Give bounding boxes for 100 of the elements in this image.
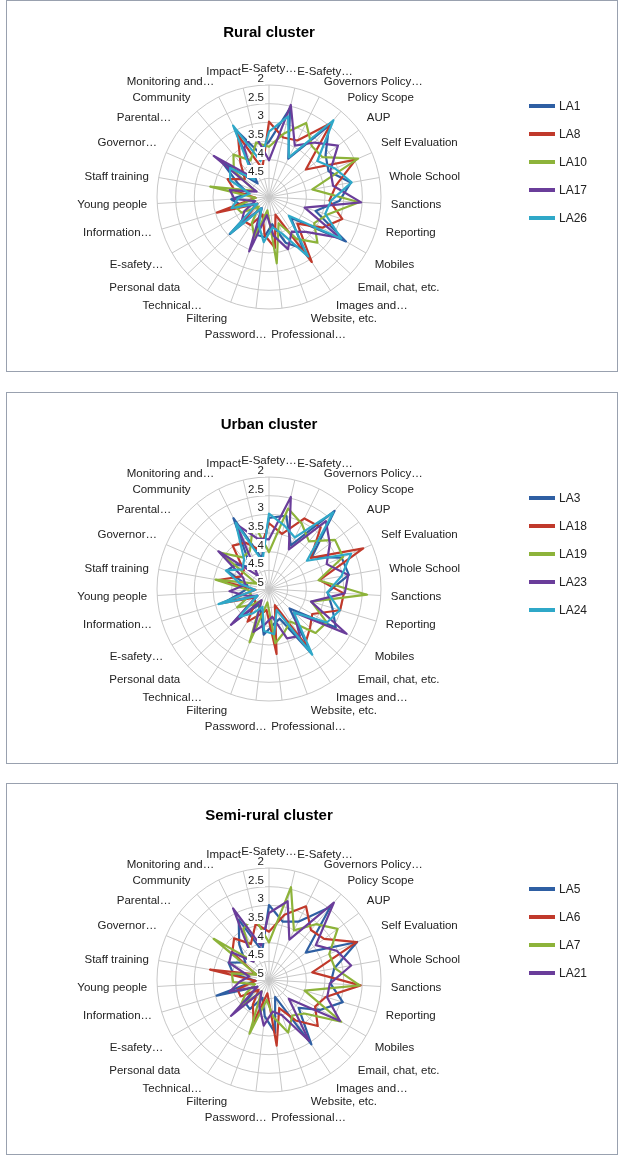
- axis-label: Self Evaluation: [381, 918, 458, 932]
- axis-label: Email, chat, etc.: [357, 1063, 440, 1077]
- axis-label: Community: [132, 90, 191, 104]
- axis-label: Governor…: [97, 135, 157, 149]
- axis-label: E-safety…: [109, 258, 164, 271]
- axis-label: Email, chat, etc.: [357, 280, 440, 294]
- legend-label: LA24: [559, 602, 588, 619]
- axis-label: AUP: [366, 503, 391, 517]
- axis-label: Staff training: [84, 169, 149, 183]
- axis-label: Parental…: [116, 503, 172, 517]
- axis-label: Young people: [77, 589, 148, 603]
- legend-label: LA10: [559, 154, 588, 171]
- axis-label: Website, etc.: [310, 703, 377, 717]
- tick-label: 4: [256, 146, 265, 160]
- axis-label: Young people: [77, 980, 148, 994]
- tick-label: 5: [256, 576, 265, 589]
- axis-label: Parental…: [116, 111, 172, 125]
- axis-label: Self Evaluation: [381, 527, 458, 541]
- axis-label: Information…: [83, 1008, 153, 1022]
- axis-label: Images and…: [336, 298, 408, 312]
- legend-label: LA6: [559, 909, 581, 926]
- axis-label: AUP: [366, 111, 391, 125]
- axis-label: Filtering: [186, 311, 228, 325]
- axis-label: Personal data: [109, 672, 181, 686]
- axis-label: Information…: [83, 225, 153, 239]
- legend-label: LA19: [559, 546, 588, 563]
- axis-label: Young people: [77, 197, 148, 211]
- axis-label: Email, chat, etc.: [357, 672, 440, 686]
- axis-label: Filtering: [186, 1094, 228, 1108]
- axis-label: AUP: [366, 894, 391, 908]
- axis-label: Information…: [83, 617, 153, 631]
- axis-label: Personal data: [109, 280, 181, 294]
- axis-label: E-Safety…: [241, 845, 297, 857]
- axis-label: E-safety…: [109, 1041, 164, 1054]
- legend-label: LA5: [559, 881, 581, 898]
- axis-label: Professional…: [271, 328, 346, 342]
- legend-label: LA26: [559, 210, 588, 227]
- tick-label: 4: [256, 929, 265, 943]
- axis-label: Website, etc.: [310, 1094, 377, 1108]
- tick-label: 3.5: [247, 128, 265, 141]
- legend-label: LA8: [559, 126, 581, 143]
- axis-label: Website, etc.: [310, 311, 377, 325]
- axis-label: Self Evaluation: [381, 135, 458, 149]
- axis-label: Technical…: [142, 690, 202, 704]
- chart-title: Urban cluster: [219, 414, 319, 434]
- chart-title: Semi-rural cluster: [204, 805, 334, 825]
- legend-label: LA18: [559, 518, 588, 535]
- tick-label: 2.5: [247, 90, 265, 104]
- tick-label: 2.5: [247, 482, 265, 496]
- axis-label: Reporting: [385, 225, 436, 239]
- axis-label: Mobiles: [374, 1041, 415, 1054]
- axis-label: Password…: [204, 328, 267, 342]
- tick-label: 3.5: [247, 520, 265, 533]
- axis-label: Policy Scope: [347, 90, 414, 104]
- axis-label: Mobiles: [374, 258, 415, 271]
- axis-label: Professional…: [271, 1111, 346, 1125]
- axis-label: Sanctions: [390, 197, 442, 211]
- chart-title: Rural cluster: [222, 22, 316, 42]
- legend-label: LA1: [559, 98, 581, 115]
- axis-label: Technical…: [142, 298, 202, 312]
- axis-label: E-safety…: [109, 650, 164, 663]
- axis-label: Images and…: [336, 1081, 408, 1095]
- tick-label: 4: [256, 538, 265, 552]
- axis-label: Policy Scope: [347, 873, 414, 887]
- tick-label: 2: [256, 855, 265, 868]
- axis-label: Whole School: [389, 561, 461, 575]
- tick-label: 4.5: [247, 557, 265, 571]
- tick-label: 2: [256, 464, 265, 477]
- axis-label: Password…: [204, 1111, 267, 1125]
- axis-label: Filtering: [186, 703, 228, 717]
- axis-label: Sanctions: [390, 589, 442, 603]
- tick-label: 4.5: [247, 165, 265, 179]
- legend-label: LA7: [559, 937, 581, 954]
- tick-label: 2.5: [247, 873, 265, 887]
- axis-label: E-Safety…: [241, 454, 297, 466]
- axis-label: Policy Scope: [347, 482, 414, 496]
- axis-label: Professional…: [271, 720, 346, 734]
- axis-label: Community: [132, 873, 191, 887]
- axis-label: Mobiles: [374, 650, 415, 663]
- axis-label: Personal data: [109, 1063, 181, 1077]
- axis-label: Staff training: [84, 561, 149, 575]
- legend-label: LA23: [559, 574, 588, 591]
- axis-label: Technical…: [142, 1081, 202, 1095]
- axis-label: Password…: [204, 720, 267, 734]
- legend-label: LA3: [559, 490, 581, 507]
- tick-label: 4.5: [247, 948, 265, 962]
- legend-label: LA21: [559, 965, 588, 982]
- axis-label: Reporting: [385, 1008, 436, 1022]
- tick-label: 5: [256, 967, 265, 980]
- legend-label: LA17: [559, 182, 588, 199]
- axis-label: Sanctions: [390, 980, 442, 994]
- axis-label: Whole School: [389, 169, 461, 183]
- tick-label: 2: [256, 72, 265, 85]
- axis-label: Reporting: [385, 617, 436, 631]
- axis-label: Images and…: [336, 690, 408, 704]
- tick-label: 3.5: [247, 911, 265, 924]
- axis-label: Community: [132, 482, 191, 496]
- axis-label: Whole School: [389, 952, 461, 966]
- axis-label: E-Safety…: [241, 62, 297, 74]
- axis-label: Staff training: [84, 952, 149, 966]
